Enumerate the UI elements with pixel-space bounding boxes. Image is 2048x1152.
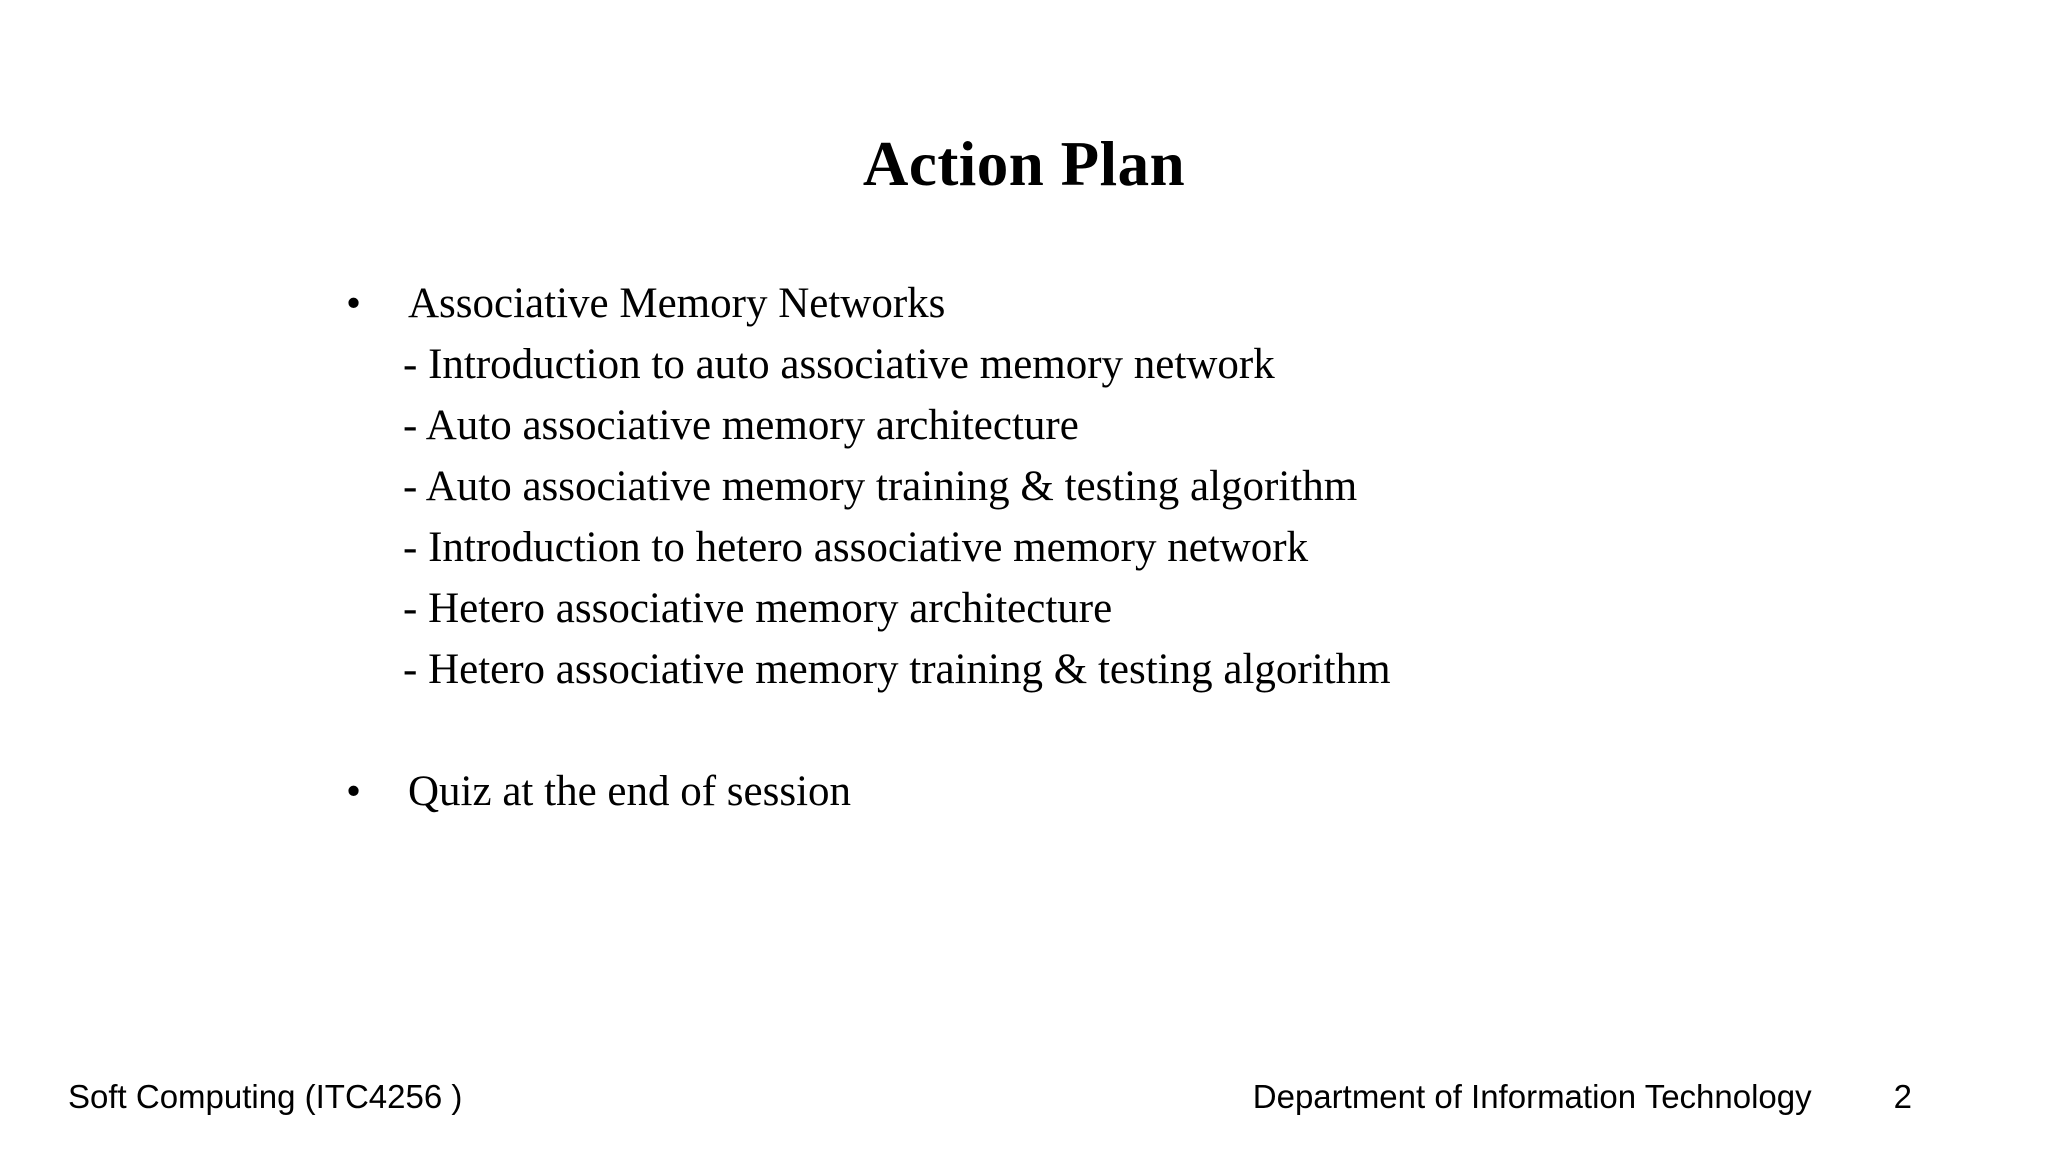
sub-item-auto-architecture: - Auto associative memory architecture: [403, 402, 1079, 449]
sub-item-hetero-training-testing: - Hetero associative memory training & t…: [403, 646, 1391, 693]
sub-item-intro-auto: - Introduction to auto associative memor…: [403, 341, 1275, 388]
slide-body: • Associative Memory Networks - Introduc…: [346, 273, 1796, 822]
bullet-label: Quiz at the end of session: [408, 768, 852, 815]
footer-right-group: Department of Information Technology 2: [1253, 1077, 1912, 1117]
page-number: 2: [1893, 1078, 1912, 1115]
bullet-marker: •: [346, 280, 362, 327]
sub-item-auto-training-testing: - Auto associative memory training & tes…: [403, 463, 1358, 510]
bullet-item-associative-memory: • Associative Memory Networks: [346, 273, 1796, 334]
slide-title: Action Plan: [862, 129, 1186, 199]
bullet-marker: •: [346, 768, 362, 815]
slide-footer: Soft Computing (ITC4256 ) Department of …: [68, 1077, 1912, 1117]
blank-line: [346, 700, 1796, 761]
sub-item-hetero-architecture: - Hetero associative memory architecture: [403, 585, 1113, 632]
bullet-item-quiz: • Quiz at the end of session: [346, 761, 1796, 822]
footer-course-code: Soft Computing (ITC4256 ): [68, 1078, 463, 1115]
footer-department: Department of Information Technology: [1252, 1078, 1812, 1115]
bullet-label: Associative Memory Networks: [408, 280, 946, 327]
sub-item-intro-hetero: - Introduction to hetero associative mem…: [403, 524, 1309, 571]
